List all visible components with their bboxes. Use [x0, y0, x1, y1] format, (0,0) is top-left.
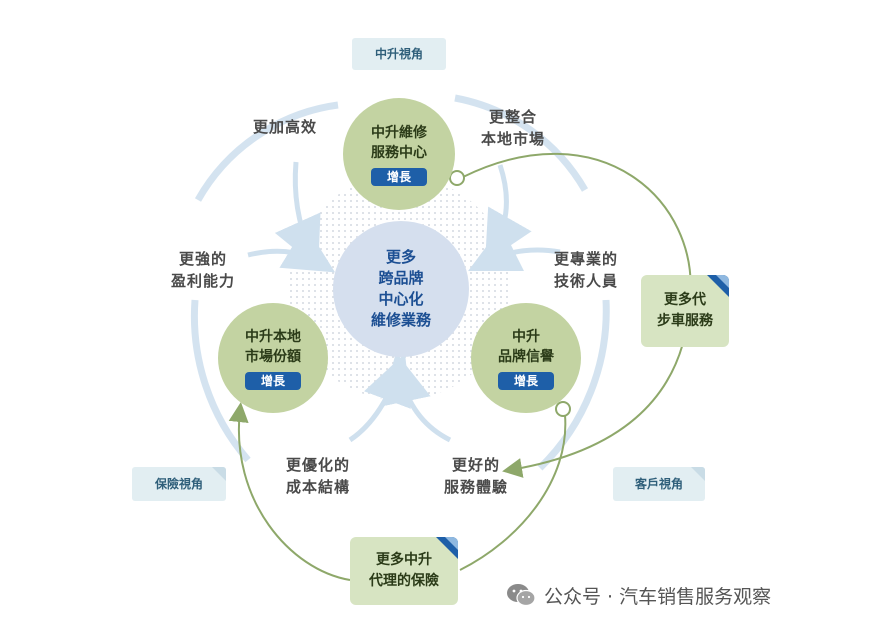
- box-agency-service: 更多代 步車服務: [641, 275, 729, 347]
- tag-zhongsheng-view: 中升視角: [352, 38, 446, 70]
- label-cost-line-2: 成本結構: [285, 478, 350, 496]
- circle-left-line-2: 市場份額: [245, 348, 301, 365]
- watermark-text: 公众号 · 汽车销售服务观察: [544, 585, 772, 608]
- arrow-inner-right: [468, 226, 561, 271]
- arc-top-right: [454, 94, 589, 192]
- label-cost: 更優化的 成本結構: [270, 454, 366, 498]
- green-arrow-left: [228, 402, 351, 581]
- arrow-inner-bottomright: [381, 352, 452, 443]
- tag-insurance-view: 保險視角: [132, 467, 226, 501]
- label-profit-line-2: 盈利能力: [170, 272, 235, 290]
- corner-accent-light: [445, 537, 458, 550]
- tag-customer-text: 客戶視角: [634, 477, 683, 491]
- box-insurance-agency: 更多中升 代理的保險: [350, 537, 458, 605]
- center-line-3: 中心化: [378, 290, 424, 308]
- circle-brand-reputation: 中升 品牌信譽 增長: [471, 303, 581, 413]
- box-agency-line-1: 更多代: [664, 292, 706, 308]
- label-tech: 更專業的 技術人員: [538, 248, 634, 292]
- center-circle: 更多 跨品牌 中心化 維修業務: [333, 221, 469, 357]
- label-efficient: 更加高效: [240, 116, 330, 138]
- wechat-icon: [507, 584, 536, 607]
- label-efficient-line-1: 更加高效: [252, 118, 317, 136]
- label-local-market: 更整合 本地市場: [468, 106, 558, 150]
- center-line-4: 維修業務: [370, 311, 431, 329]
- label-service-line-2: 服務體驗: [443, 478, 508, 496]
- growth-badge: 增長: [244, 371, 301, 390]
- tag-insurance-text: 保險視角: [154, 477, 203, 491]
- label-tech-line-2: 技術人員: [553, 272, 618, 290]
- corner-accent-light: [716, 275, 729, 288]
- circle-repair-center: 中升維修 服務中心 增長: [343, 98, 455, 210]
- label-local-market-line-2: 本地市場: [480, 130, 545, 148]
- label-local-market-line-1: 更整合: [488, 108, 537, 126]
- endpoint-top: [449, 170, 465, 186]
- arrow-inner-left: [247, 225, 336, 273]
- arc-top-left: [194, 101, 339, 202]
- green-arrow-bottom: [459, 414, 567, 571]
- circle-right-line-2: 品牌信譽: [498, 348, 554, 365]
- watermark: 公众号 · 汽车销售服务观察: [506, 578, 771, 612]
- circle-right-line-1: 中升: [512, 328, 540, 345]
- box-insurance-line-1: 更多中升: [376, 552, 432, 568]
- circle-left-line-1: 中升本地: [245, 328, 301, 345]
- tag-zhongsheng-text: 中升視角: [374, 47, 423, 61]
- label-profit: 更強的 盈利能力: [155, 248, 251, 292]
- growth-badge: 增長: [370, 167, 427, 186]
- box-agency-line-2: 步車服務: [657, 313, 713, 329]
- endpoint-right: [555, 401, 571, 417]
- circle-market-share: 中升本地 市場份額 增長: [218, 303, 328, 413]
- center-line-2: 跨品牌: [378, 269, 424, 287]
- label-profit-line-1: 更強的: [178, 250, 227, 268]
- box-insurance-line-2: 代理的保險: [369, 573, 439, 589]
- label-cost-line-1: 更優化的: [285, 456, 350, 474]
- label-tech-line-1: 更專業的: [553, 250, 618, 268]
- center-line-1: 更多: [385, 248, 416, 266]
- circle-top-line-1: 中升維修: [371, 124, 427, 141]
- tag-customer-view: 客戶視角: [613, 467, 705, 501]
- arc-right: [537, 299, 610, 471]
- label-service-line-1: 更好的: [451, 456, 500, 474]
- arc-left: [190, 299, 251, 463]
- tag-corner: [691, 467, 705, 481]
- growth-badge: 增長: [497, 371, 554, 390]
- label-service: 更好的 服務體驗: [428, 454, 524, 498]
- tag-corner: [212, 467, 226, 481]
- circle-top-line-2: 服務中心: [371, 144, 427, 161]
